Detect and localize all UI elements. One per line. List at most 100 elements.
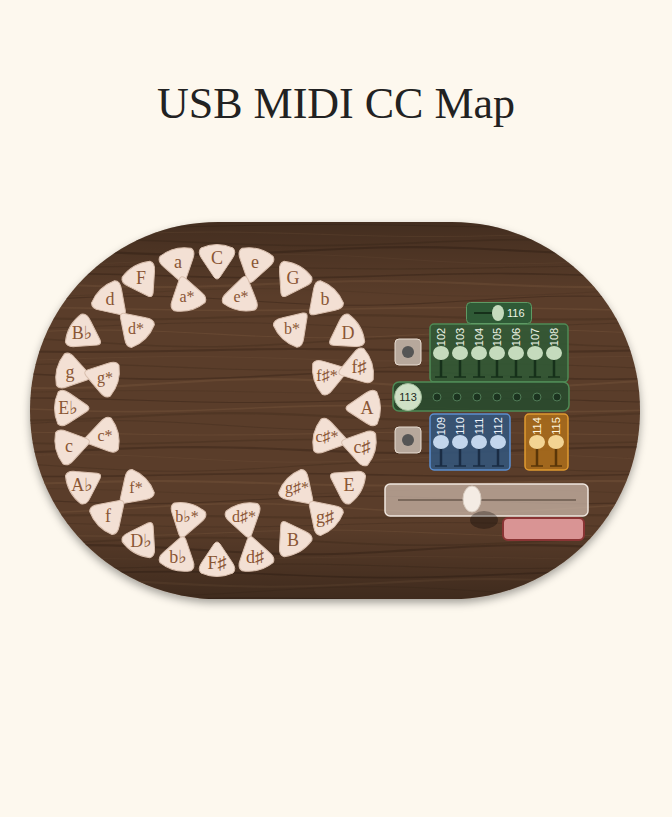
vertical-slider: 103 [451, 327, 469, 379]
vertical-slider: 108 [545, 327, 563, 379]
note-label: b* [284, 321, 300, 337]
key-outline [221, 273, 263, 314]
note-key: f [88, 496, 128, 536]
board-body [30, 222, 640, 599]
note-label: f♯* [316, 368, 337, 384]
knob-dot [453, 393, 461, 401]
cc-number: 105 [492, 328, 503, 346]
note-label: D [342, 324, 355, 342]
note-label: B [287, 531, 299, 549]
note-key: D♭ [121, 521, 161, 561]
note-key: f♯ [339, 347, 379, 387]
note-label: F♯ [207, 554, 226, 572]
note-key: c♯ [342, 427, 382, 467]
cc-number: 113 [399, 392, 417, 403]
key-outline [157, 532, 200, 574]
key-outline [80, 355, 123, 399]
key-outline [119, 257, 167, 305]
key-outline [322, 459, 370, 507]
note-key: A♭ [62, 465, 102, 505]
vertical-slider: 106 [507, 327, 525, 379]
note-label: a [174, 253, 182, 271]
note-label: A [361, 399, 374, 417]
key-outline [62, 459, 109, 507]
note-label: c♯ [354, 438, 371, 456]
slider-thumb [452, 435, 468, 449]
note-key: b [305, 279, 345, 319]
key-outline [109, 302, 159, 352]
note-key: b♭ [158, 537, 198, 577]
slider-thumb [490, 435, 506, 449]
note-label: A♭ [71, 476, 93, 494]
vertical-slider: 111 [470, 416, 488, 468]
push-button [395, 339, 421, 365]
vertical-slider: 110 [451, 416, 469, 468]
slider-thumb [527, 346, 543, 360]
knob-row [393, 382, 569, 411]
cc-number: 111 [474, 418, 485, 435]
key-outline [270, 302, 320, 351]
cc-number: 106 [511, 328, 522, 346]
note-key: F [121, 258, 161, 298]
note-key: E♭ [48, 388, 88, 428]
note-key: E [329, 465, 369, 505]
note-label: b♭* [175, 509, 199, 525]
slider-foot [548, 376, 560, 378]
cc-number: 107 [530, 328, 541, 346]
slider-foot [510, 376, 522, 378]
note-key: g♯ [305, 497, 345, 537]
slider-thumb [471, 346, 487, 360]
inner-note-key: b* [272, 309, 312, 349]
horizontal-slider: 116 [466, 302, 532, 324]
note-key: D [328, 313, 368, 353]
slider-thumb [492, 305, 504, 321]
vertical-slider: 115 [547, 416, 565, 468]
knob-dot [533, 393, 541, 401]
note-label: c [65, 437, 73, 455]
key-outline [164, 499, 208, 542]
inner-note-key: c* [85, 416, 125, 456]
slider-thumb [489, 346, 505, 360]
inner-note-key: d* [116, 309, 156, 349]
note-label: d♯* [232, 509, 256, 525]
slider-foot [531, 465, 543, 467]
cc-number: 109 [436, 417, 447, 435]
note-key: a [158, 242, 198, 282]
note-label: a* [179, 289, 194, 305]
slider-foot [454, 465, 466, 467]
note-label: F [136, 269, 146, 287]
note-label: G [287, 269, 300, 287]
page-title: USB MIDI CC Map [0, 78, 672, 129]
key-outline [61, 311, 109, 359]
key-outline [223, 500, 266, 542]
slider-foot [435, 465, 447, 467]
vertical-slider: 107 [526, 327, 544, 379]
note-label: e* [233, 289, 248, 305]
key-outline [199, 542, 235, 577]
slider-foot [473, 376, 485, 378]
note-key: F♯ [197, 543, 237, 583]
rotary-knob: 113 [394, 383, 422, 411]
slider-frame [467, 303, 532, 324]
knob-dot [553, 393, 561, 401]
note-label: B♭ [72, 324, 93, 342]
slider-foot [529, 376, 541, 378]
note-label: e [251, 253, 259, 271]
slider-foot [435, 376, 447, 378]
key-outline [119, 514, 167, 562]
note-label: g♯* [285, 480, 309, 496]
inner-note-key: d♯* [224, 497, 264, 537]
note-key: C [197, 238, 237, 278]
slider-thumb [548, 435, 564, 449]
key-outline [334, 346, 377, 390]
key-outline [199, 245, 235, 280]
slider-foot [492, 465, 504, 467]
note-label: f [105, 507, 111, 525]
cc-number: 116 [507, 308, 525, 319]
note-label: f* [129, 480, 142, 496]
vertical-slider: 105 [488, 327, 506, 379]
slider-thumb [433, 435, 449, 449]
knob-dot [473, 393, 481, 401]
knob-dot [493, 393, 501, 401]
cc-number: 112 [493, 417, 504, 435]
